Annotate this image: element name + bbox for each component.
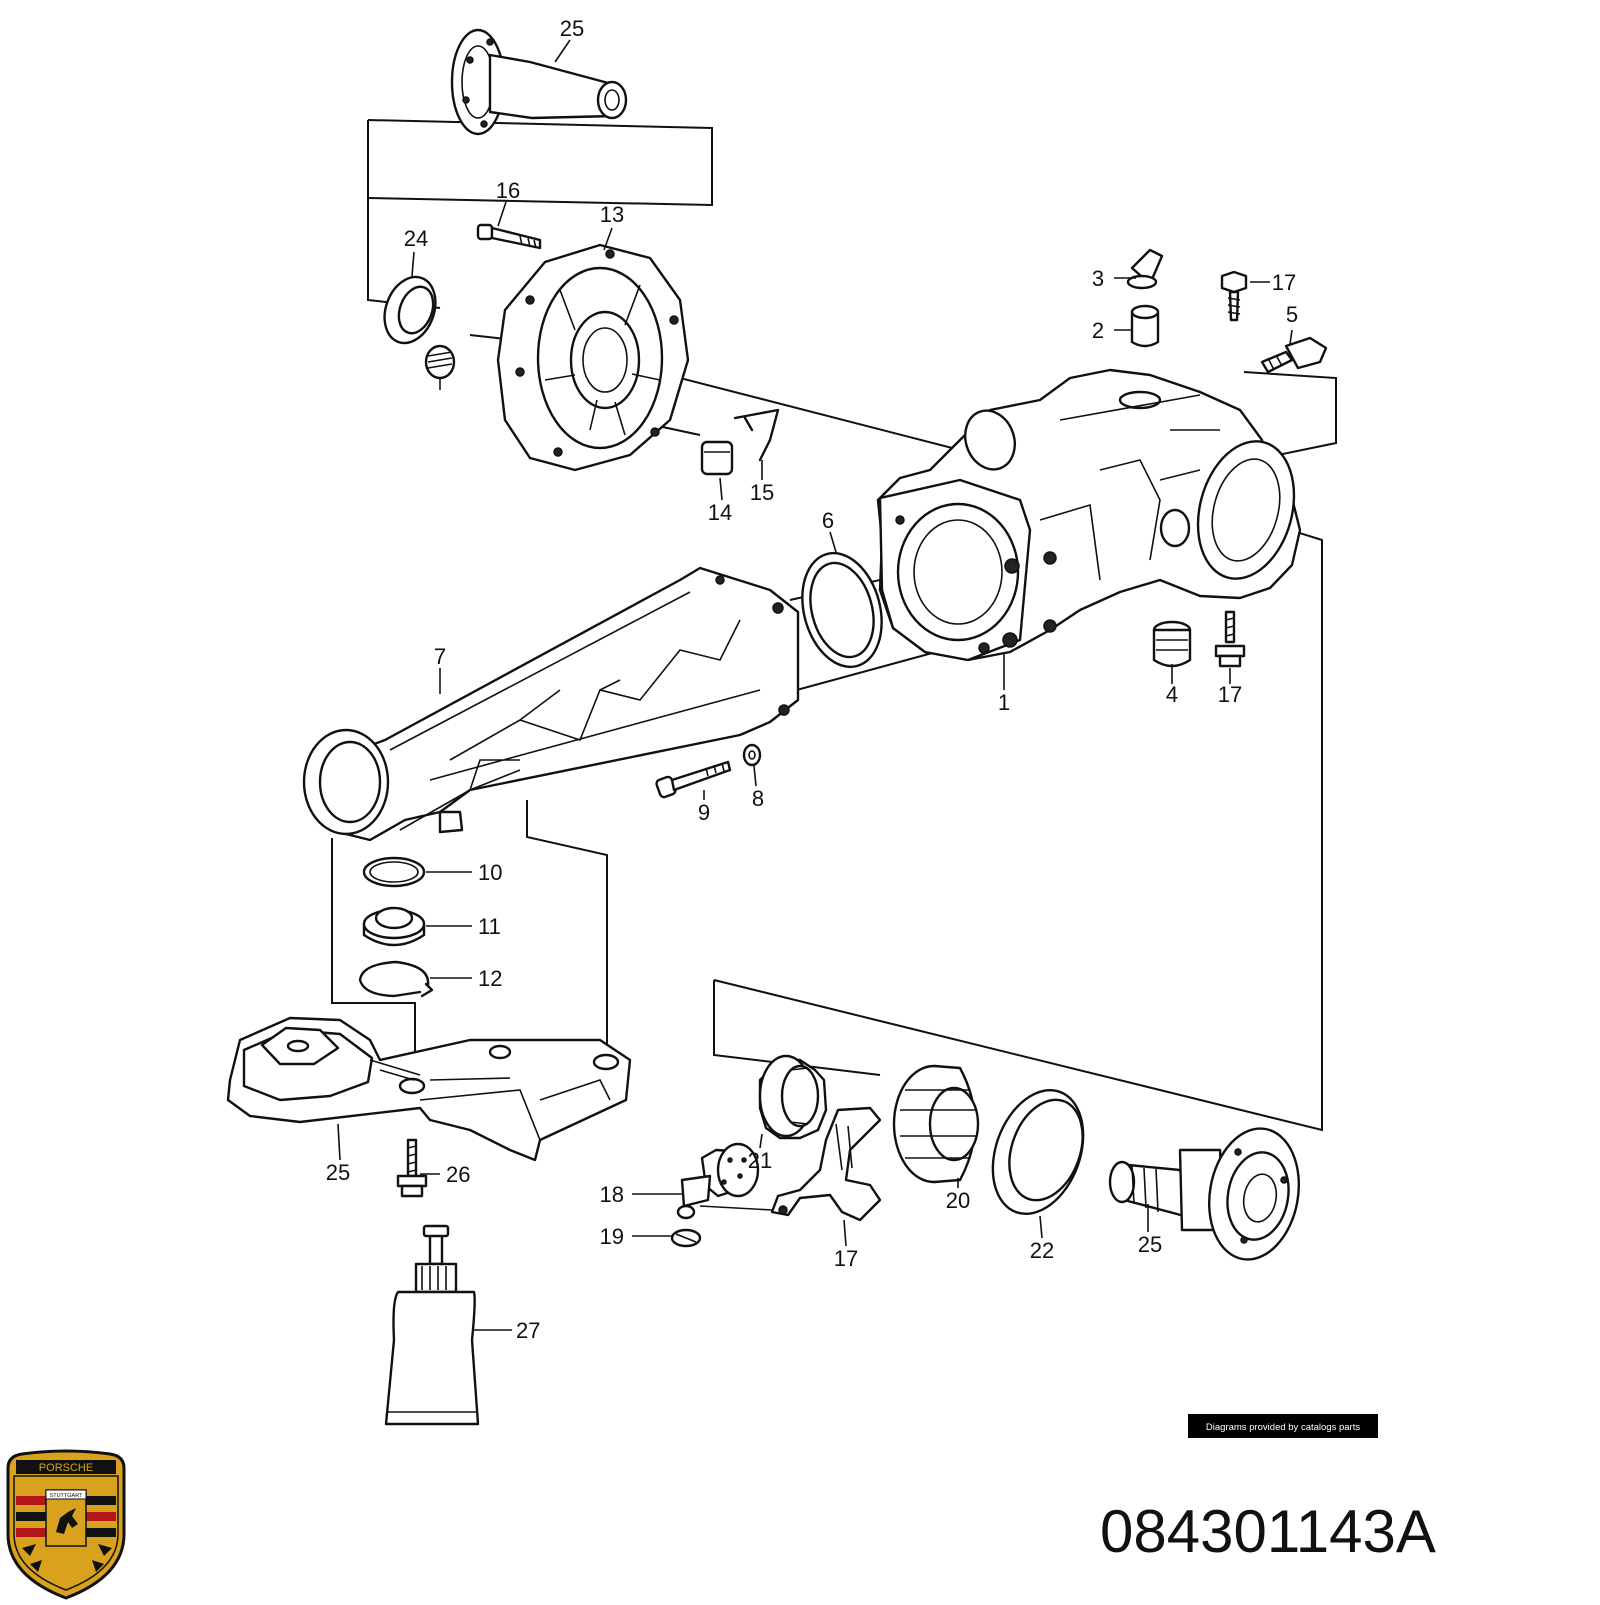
callout-13: 13	[600, 202, 624, 227]
callout-5: 5	[1286, 302, 1298, 327]
callout-2: 2	[1092, 318, 1104, 343]
part-1-main-housing	[876, 368, 1302, 662]
callout-25-top: 25	[560, 16, 584, 41]
part-11-bushing	[362, 906, 426, 947]
part-5-plug	[1260, 336, 1328, 374]
callout-17-bottom: 17	[1218, 682, 1242, 707]
part-7-torque-tube	[302, 566, 800, 842]
part-10-ring	[362, 856, 426, 888]
part-25-flange-shaft-bottom	[1108, 1127, 1301, 1261]
source-banner: Diagrams provided by catalogs parts	[1188, 1414, 1378, 1438]
callout-17-top: 17	[1272, 270, 1296, 295]
callout-18: 17	[834, 1246, 858, 1271]
part-24-seal	[383, 275, 437, 345]
part-3-plug	[1126, 248, 1164, 290]
callout-25-bottom: 25	[1138, 1232, 1162, 1257]
part-26-transmission-mount	[226, 1016, 632, 1162]
part-27-bolt	[396, 1138, 428, 1198]
callout-7: 7	[434, 644, 446, 669]
callout-22: 21	[748, 1148, 772, 1173]
part-18-shift-fork	[699, 1106, 882, 1222]
callout-24: 24	[404, 226, 428, 251]
frame-right	[1243, 371, 1337, 463]
callout-21: 20	[946, 1188, 970, 1213]
frame-top	[367, 119, 713, 207]
part-12-circlip	[358, 960, 434, 998]
callout-20: 19	[600, 1224, 624, 1249]
callout-15: 15	[750, 480, 774, 505]
leader-lines	[337, 39, 1293, 1331]
callout-10: 10	[478, 860, 502, 885]
part-17-bolt-top	[1220, 270, 1248, 322]
part-25-flange-shaft-top	[450, 28, 628, 136]
callout-9: 9	[698, 800, 710, 825]
callout-12: 12	[478, 966, 502, 991]
callout-8: 8	[752, 786, 764, 811]
part-24b-spring	[424, 344, 456, 390]
part-9-bolt	[655, 760, 732, 799]
porsche-crest-logo: PORSCHE STUTTGART	[6, 1449, 126, 1600]
part-2-sleeve	[1130, 304, 1160, 348]
callout-1: 1	[998, 690, 1010, 715]
callout-19: 18	[600, 1182, 624, 1207]
part-20-clip	[670, 1228, 702, 1248]
part-8-washer	[742, 743, 762, 767]
logo-city-text: STUTTGART	[50, 1493, 84, 1499]
part-19-shift-shaft	[676, 1142, 760, 1220]
part-21-sliding-sleeve	[892, 1064, 980, 1184]
callout-27: 26	[446, 1162, 470, 1187]
frame-mount-left	[331, 838, 416, 1080]
part-13-side-cover	[496, 243, 690, 472]
callout-26: 25	[326, 1160, 350, 1185]
part-17-bolt-bottom	[1214, 610, 1246, 668]
part-22-gear	[758, 1054, 828, 1140]
callout-23: 22	[1030, 1238, 1054, 1263]
part-15-clip	[733, 408, 780, 462]
part-number: 084301143A	[1100, 1498, 1436, 1565]
callout-14: 14	[708, 500, 732, 525]
callout-16: 16	[496, 178, 520, 203]
part-6-gasket	[801, 551, 883, 669]
callout-3: 3	[1092, 266, 1104, 291]
callout-labels: 25 13 16 24 3 2 17 5 15 14 6 1 4 17 7 9 …	[326, 16, 1298, 1343]
callout-4: 4	[1166, 682, 1178, 707]
part-16-bolt	[476, 223, 542, 250]
part-30-grease-tube	[384, 1224, 480, 1426]
part-23-seal	[991, 1088, 1085, 1216]
logo-brand-text: PORSCHE	[39, 1462, 93, 1474]
callout-30: 27	[516, 1318, 540, 1343]
frame-bottom-left	[713, 980, 881, 1076]
callout-6: 6	[822, 508, 834, 533]
callout-11: 11	[478, 914, 501, 939]
frame-mount-right	[526, 800, 608, 1055]
part-4-bump-stop	[1152, 620, 1192, 668]
part-14-block	[700, 440, 734, 476]
source-banner-text: Diagrams provided by catalogs parts	[1206, 1422, 1360, 1433]
